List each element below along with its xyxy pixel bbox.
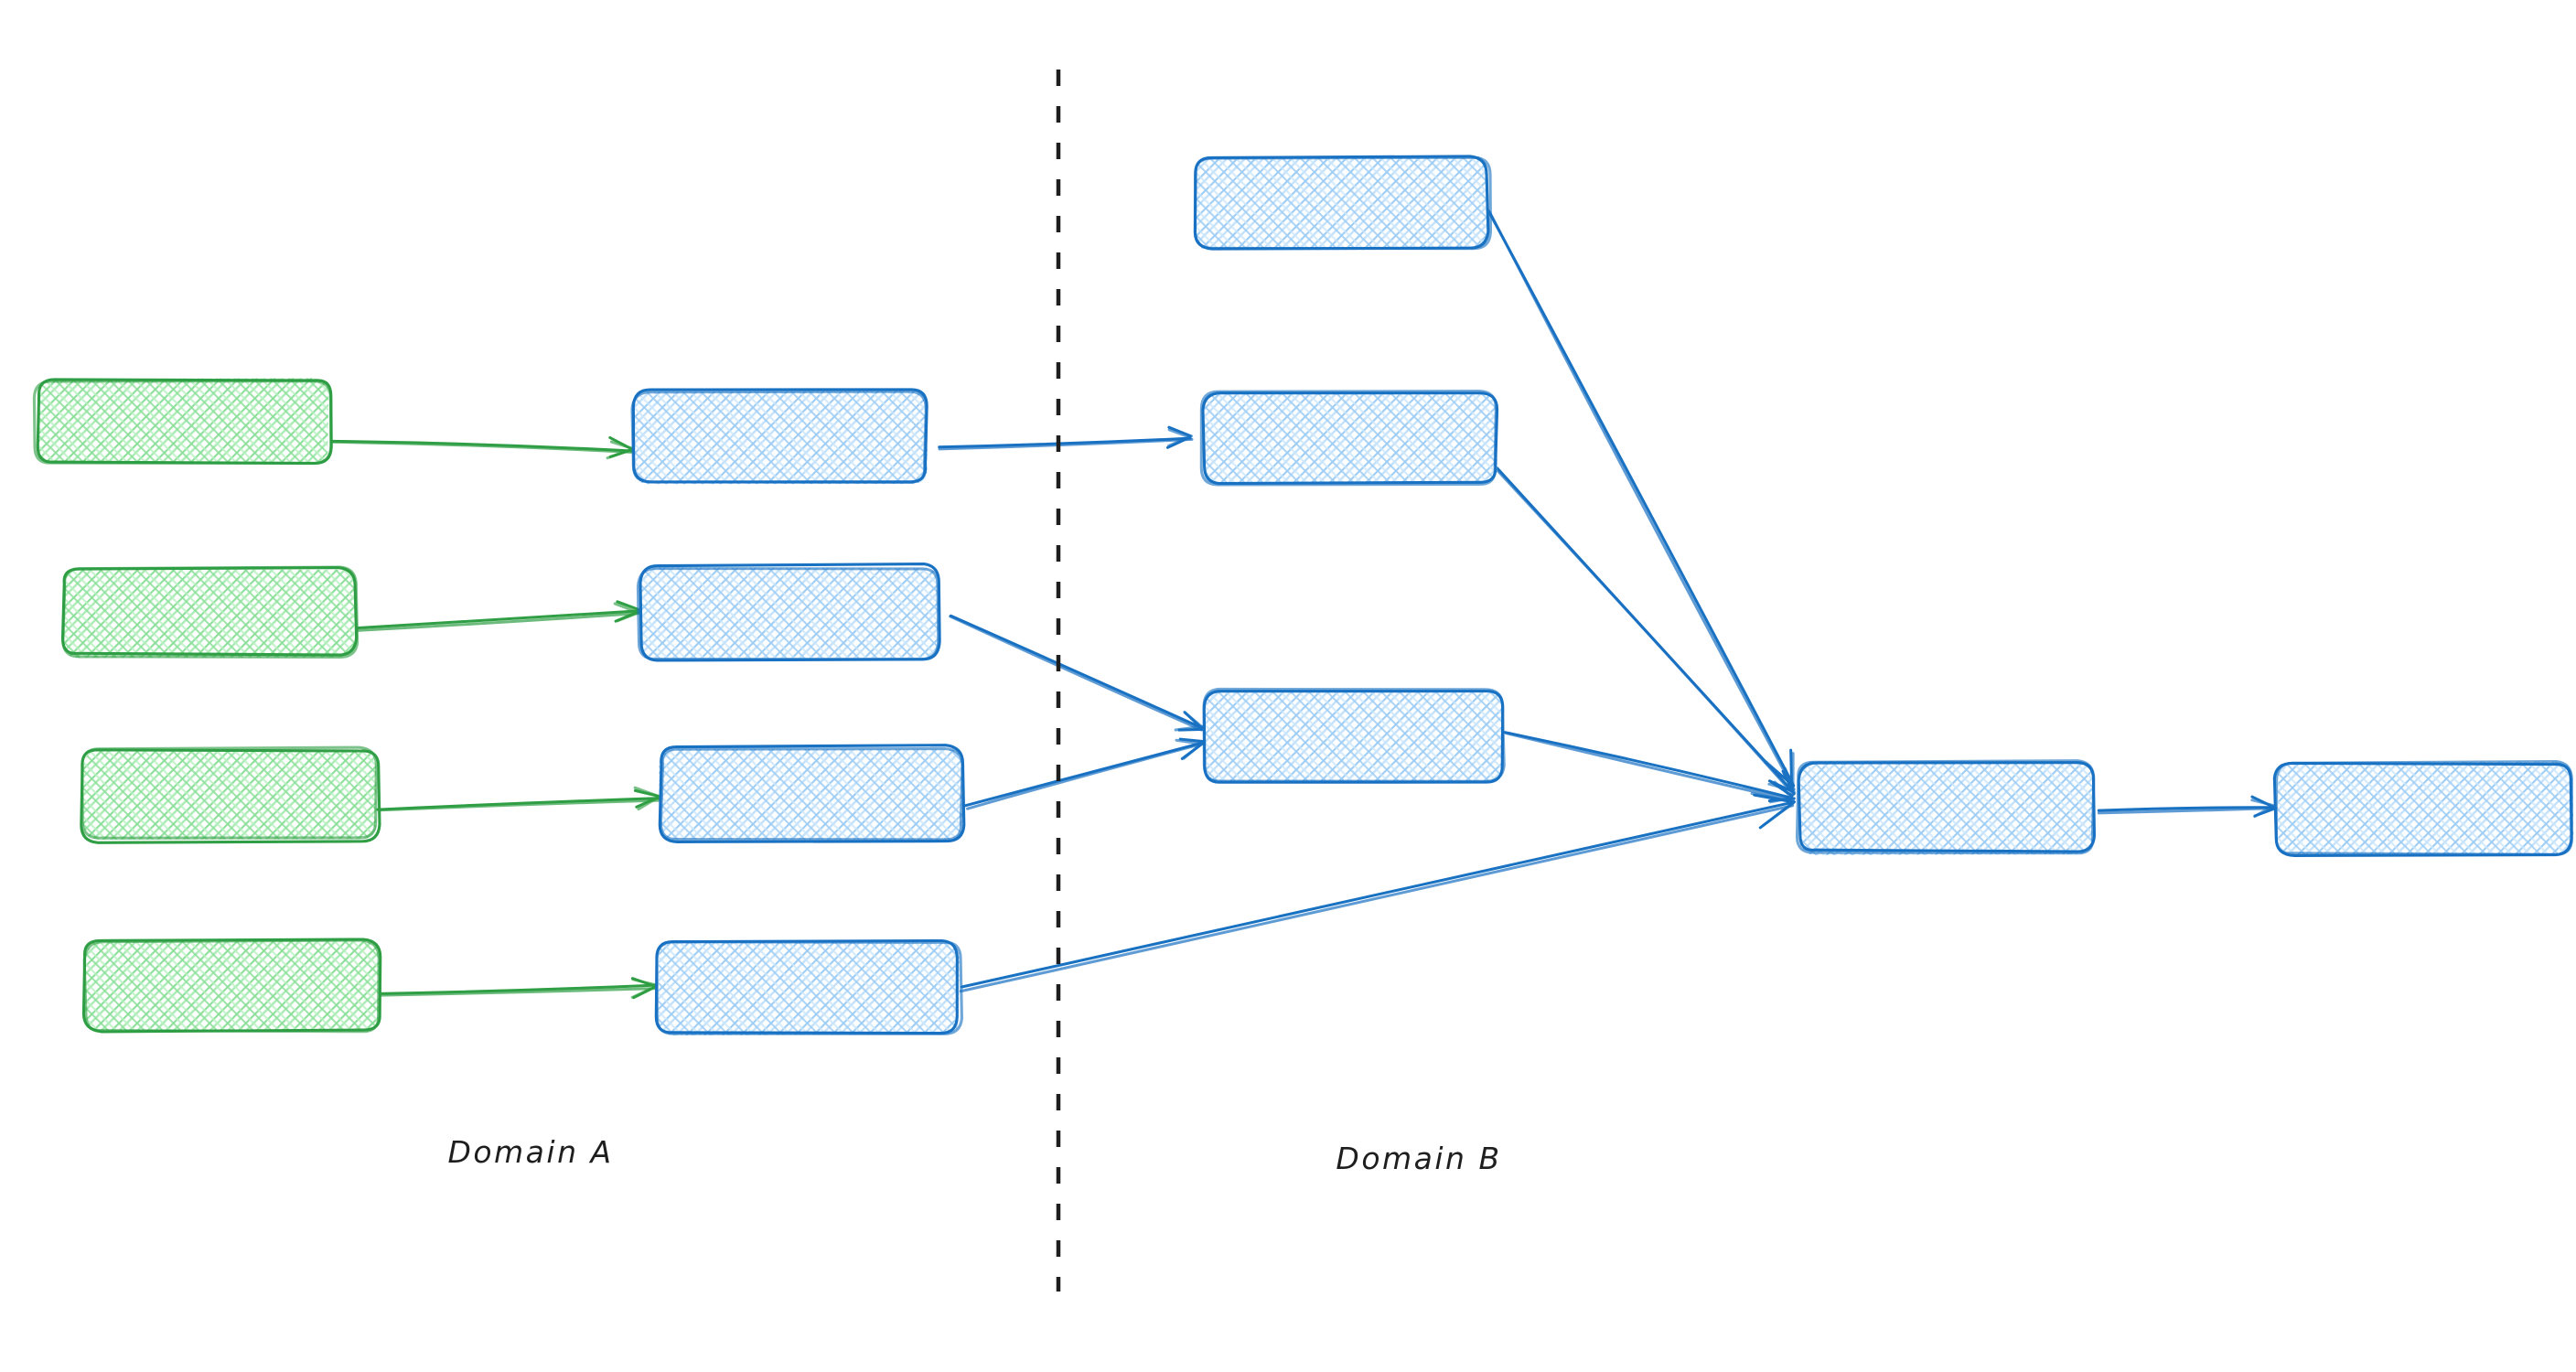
edge-a4-b4 bbox=[379, 977, 659, 1000]
domain-a-source-4-fill-b bbox=[83, 939, 380, 1031]
edge-a4-b4-arrowhead bbox=[631, 978, 659, 987]
edge-a1-b1-arrowhead bbox=[609, 440, 634, 450]
domain-b-stage-3-fill-b bbox=[1205, 691, 1503, 783]
edge-c3-d1-arrowhead bbox=[1768, 796, 1794, 804]
edge-b3-c3-line bbox=[966, 742, 1204, 810]
edge-b1-c2-line bbox=[938, 437, 1194, 451]
domain-a-stage-3-outline bbox=[659, 746, 964, 841]
edge-a1-b1-line bbox=[329, 440, 633, 454]
domain-a-stage-4-fill-b bbox=[658, 941, 960, 1036]
domain-a-stage-2-outline bbox=[636, 567, 940, 661]
edge-b4-d1-arrowhead bbox=[1762, 801, 1795, 827]
edge-b3-c3-arrowhead bbox=[1175, 738, 1204, 745]
domain-b-stage-3-outline bbox=[1202, 687, 1506, 783]
domain-b-stage-2-fill-b bbox=[1202, 391, 1497, 483]
edge-b3-c3-arrowhead bbox=[1182, 742, 1203, 760]
edge-a1-b1-arrowhead bbox=[606, 447, 634, 460]
edge-a1-b1 bbox=[329, 435, 634, 460]
edge-b4-d1-line bbox=[960, 800, 1795, 989]
edge-d1-e1-arrowhead bbox=[2250, 799, 2275, 807]
domain-a-source-2[interactable] bbox=[60, 565, 360, 659]
edge-a3-b3-line bbox=[378, 799, 660, 812]
domain-b-stage-1-fill-b bbox=[1194, 156, 1489, 251]
edge-b2-c3-arrowhead bbox=[1183, 710, 1204, 729]
domain-b-stage-2-outline bbox=[1199, 390, 1497, 487]
domain-a-source-1-fill-b bbox=[37, 378, 329, 465]
domain-b-aggregator-fill-b bbox=[1798, 761, 2094, 855]
edge-b4-d1-line bbox=[959, 804, 1795, 993]
edge-c2-d1 bbox=[1495, 466, 1797, 796]
edge-d1-e1-arrowhead bbox=[2253, 804, 2274, 819]
edge-a3-b3-arrowhead bbox=[637, 795, 660, 811]
edge-d1-e1 bbox=[2097, 795, 2278, 819]
edge-b3-c3 bbox=[963, 737, 1204, 810]
domain-a-source-1[interactable] bbox=[32, 378, 333, 466]
edge-b2-c3-line bbox=[949, 615, 1203, 732]
edge-a3-b3 bbox=[376, 786, 661, 812]
edge-b1-c2 bbox=[938, 425, 1194, 451]
domain-a-source-4[interactable] bbox=[81, 938, 382, 1034]
domain-a-stage-1-fill-b bbox=[631, 391, 928, 485]
domain-a-source-3-fill-b bbox=[83, 750, 377, 840]
edge-a4-b4-arrowhead bbox=[630, 985, 657, 999]
domain-a-stage-2[interactable] bbox=[636, 563, 941, 662]
domain-a-source-3[interactable] bbox=[80, 745, 381, 844]
domain-a-source-4-outline bbox=[82, 938, 381, 1034]
edge-b2-c3 bbox=[949, 614, 1206, 732]
domain-a-stage-3-fill-b bbox=[659, 748, 964, 841]
domain-b-aggregator-outline bbox=[1795, 759, 2096, 855]
nodes-layer bbox=[32, 155, 2574, 1036]
edge-a4-b4-line bbox=[379, 987, 658, 997]
edge-c3-d1 bbox=[1503, 731, 1796, 804]
edge-a4-b4-line bbox=[379, 983, 657, 995]
domain-b-stage-1-outline bbox=[1193, 155, 1493, 251]
edge-c3-d1-line bbox=[1504, 732, 1795, 802]
domain-a-source-3-outline bbox=[80, 745, 378, 840]
edge-b4-d1 bbox=[959, 791, 1796, 993]
edges-layer bbox=[329, 209, 2278, 1000]
edge-b1-c2-arrowhead bbox=[1167, 425, 1192, 438]
edge-c3-d1-line bbox=[1503, 731, 1794, 799]
domain-a-label: Domain A bbox=[447, 1134, 614, 1170]
domain-b-stage-1[interactable] bbox=[1193, 155, 1493, 251]
edge-a2-b2-arrowhead bbox=[616, 611, 640, 623]
domain-b-output-outline bbox=[2274, 759, 2573, 856]
edge-c3-d1-arrowhead bbox=[1773, 780, 1793, 799]
edge-d1-e1-line bbox=[2097, 806, 2275, 812]
edge-a2-b2-arrowhead bbox=[613, 602, 639, 614]
domain-a-stage-1-outline bbox=[630, 390, 928, 484]
domain-a-stage-4-outline bbox=[655, 940, 963, 1035]
edge-b1-c2-arrowhead bbox=[1167, 428, 1192, 439]
domain-a-source-2-fill-b bbox=[62, 569, 355, 659]
edge-a2-b2 bbox=[355, 600, 641, 632]
edge-c1-d1 bbox=[1487, 209, 1796, 791]
domain-a-source-2-outline bbox=[61, 565, 360, 659]
edge-a2-b2-line bbox=[355, 609, 640, 630]
edge-d1-e1-line bbox=[2097, 807, 2276, 815]
domain-a-stage-3[interactable] bbox=[658, 744, 966, 843]
edge-c2-d1-line bbox=[1496, 469, 1796, 796]
edge-a3-b3-arrowhead bbox=[633, 786, 660, 798]
domain-b-stage-2[interactable] bbox=[1199, 390, 1499, 487]
domain-b-stage-3[interactable] bbox=[1202, 687, 1506, 784]
domain-b-label: Domain B bbox=[1336, 1141, 1502, 1176]
domain-a-stage-1[interactable] bbox=[630, 388, 928, 485]
domain-a-stage-4[interactable] bbox=[654, 938, 963, 1036]
domain-b-output-fill-b bbox=[2278, 761, 2574, 855]
domain-b-output[interactable] bbox=[2272, 759, 2574, 857]
edge-c2-d1-arrowhead bbox=[1783, 766, 1797, 795]
edge-a2-b2-arrowhead bbox=[616, 600, 640, 611]
edge-b3-c3-arrowhead bbox=[1178, 737, 1204, 743]
edge-c1-d1-line bbox=[1488, 210, 1796, 791]
edge-b2-c3-arrowhead bbox=[1174, 724, 1204, 732]
domain-a-stage-2-fill-b bbox=[640, 567, 939, 659]
domain-a-source-4-outline bbox=[81, 938, 382, 1034]
domain-b-aggregator[interactable] bbox=[1795, 759, 2096, 855]
edge-a2-b2-line bbox=[355, 612, 641, 632]
domain-a-source-1-outline bbox=[32, 380, 333, 465]
